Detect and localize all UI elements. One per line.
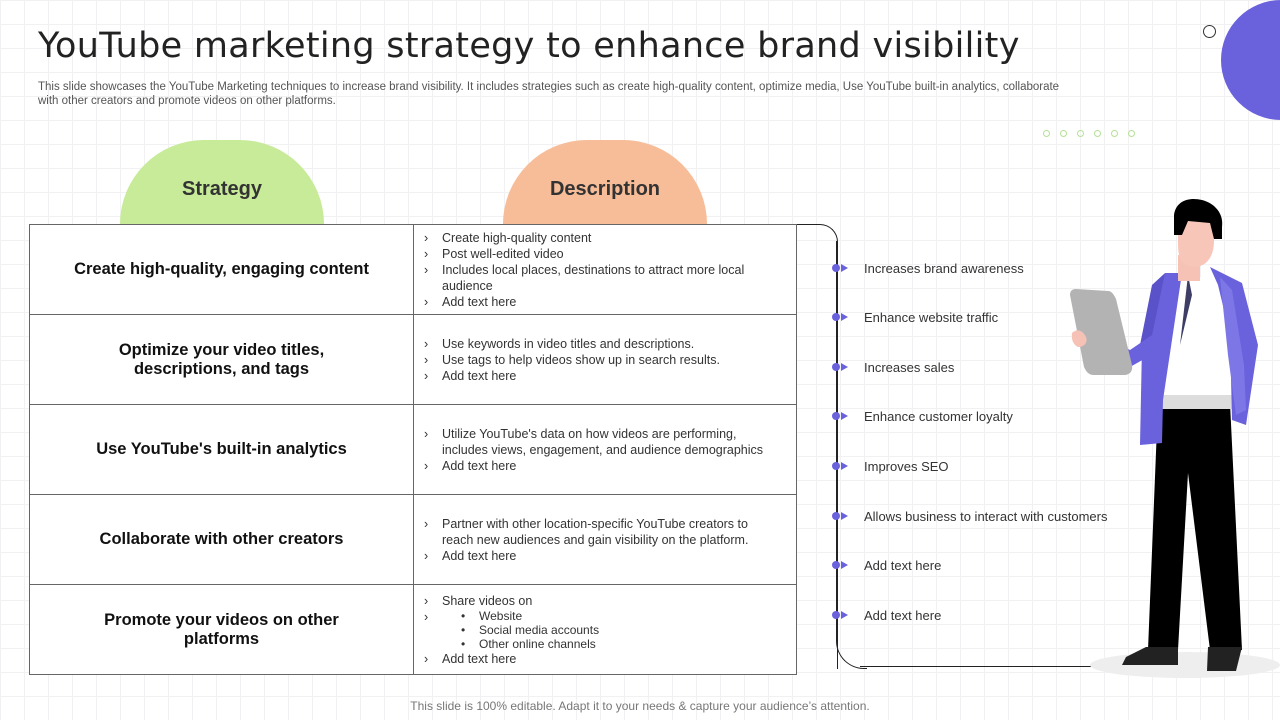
benefit-text: Improves SEO (864, 459, 949, 474)
connector-line (836, 241, 867, 669)
description-cell: Create high-quality content Post well-ed… (413, 224, 797, 315)
description-point: Add text here (424, 458, 782, 474)
description-point: Add text here (424, 651, 782, 667)
businessman-illustration (1070, 198, 1280, 678)
benefit-text: Enhance website traffic (864, 310, 999, 325)
description-cell: Share videos on Website Social media acc… (413, 584, 797, 675)
arrow-right-icon (841, 512, 848, 520)
table-row: Create high-quality, engaging content Cr… (29, 224, 797, 315)
bullet-dot-icon (832, 313, 840, 321)
description-point: Share videos on (424, 593, 782, 609)
connector-bracket (797, 224, 838, 669)
arrow-right-icon (841, 313, 848, 321)
description-point: Add text here (424, 368, 782, 384)
benefit-text: Add text here (864, 558, 942, 573)
description-subpoint: Other online channels (461, 637, 782, 651)
strategy-cell: Use YouTube's built-in analytics (29, 404, 414, 495)
description-point: Utilize YouTube's data on how videos are… (424, 426, 782, 458)
decorative-dots (1043, 130, 1135, 137)
description-cell: Use keywords in video titles and descrip… (413, 314, 797, 405)
bullet-dot-icon (832, 561, 840, 569)
table-row: Optimize your video titles, descriptions… (29, 314, 797, 405)
description-point: Add text here (424, 294, 782, 310)
description-subpoint: Social media accounts (461, 623, 782, 637)
strategy-table: Create high-quality, engaging content Cr… (29, 224, 797, 675)
description-cell: Partner with other location-specific You… (413, 494, 797, 585)
description-point: Partner with other location-specific You… (424, 516, 782, 548)
description-point: Create high-quality content (424, 230, 782, 246)
bullet-dot-icon (832, 611, 840, 619)
strategy-cell: Collaborate with other creators (29, 494, 414, 585)
bullet-dot-icon (832, 462, 840, 470)
strategy-header-label: Strategy (181, 178, 263, 200)
arrow-right-icon (841, 462, 848, 470)
slide-footer: This slide is 100% editable. Adapt it to… (410, 699, 870, 713)
bullet-dot-icon (832, 363, 840, 371)
arrow-right-icon (841, 264, 848, 272)
arrow-right-icon (841, 611, 848, 619)
description-header-label: Description (549, 178, 661, 200)
description-subpoint-group: Website Social media accounts Other onli… (424, 609, 782, 651)
description-point: Use keywords in video titles and descrip… (424, 336, 782, 352)
strategy-header: Strategy (120, 140, 324, 224)
arrow-right-icon (841, 561, 848, 569)
benefit-text: Enhance customer loyalty (864, 409, 1013, 424)
table-row: Promote your videos on other platforms S… (29, 584, 797, 675)
description-point: Includes local places, destinations to a… (424, 262, 782, 294)
strategy-cell: Promote your videos on other platforms (29, 584, 414, 675)
description-header: Description (503, 140, 707, 224)
strategy-cell: Create high-quality, engaging content (29, 224, 414, 315)
description-point: Add text here (424, 548, 782, 564)
benefit-text: Increases sales (864, 360, 955, 375)
strategy-cell: Optimize your video titles, descriptions… (29, 314, 414, 405)
decorative-circle (1221, 0, 1280, 120)
bullet-dot-icon (832, 412, 840, 420)
benefit-text: Add text here (864, 608, 942, 623)
description-subpoint: Website (461, 609, 782, 623)
bullet-dot-icon (832, 264, 840, 272)
description-cell: Utilize YouTube's data on how videos are… (413, 404, 797, 495)
benefit-text: Increases brand awareness (864, 261, 1024, 276)
arrow-right-icon (841, 363, 848, 371)
arrow-right-icon (841, 412, 848, 420)
benefit-text: Allows business to interact with custome… (864, 509, 1108, 524)
description-point: Post well-edited video (424, 246, 782, 262)
decorative-ring (1203, 25, 1216, 38)
table-row: Use YouTube's built-in analytics Utilize… (29, 404, 797, 495)
description-point: Use tags to help videos show up in searc… (424, 352, 782, 368)
bullet-dot-icon (832, 512, 840, 520)
slide-subtitle: This slide showcases the YouTube Marketi… (38, 81, 1060, 107)
slide-title: YouTube marketing strategy to enhance br… (38, 26, 1020, 66)
table-row: Collaborate with other creators Partner … (29, 494, 797, 585)
connector-base (860, 666, 1100, 667)
